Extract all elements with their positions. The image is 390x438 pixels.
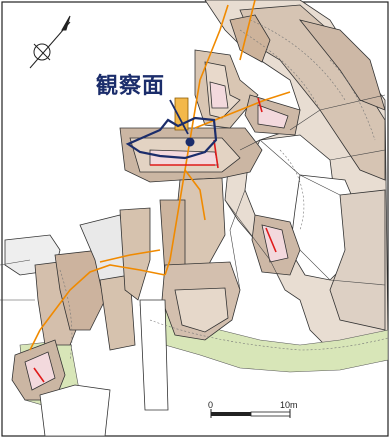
left-structures xyxy=(4,207,169,437)
contour-lines xyxy=(59,19,389,361)
vegetation-area xyxy=(139,304,389,373)
observation-label: 観察面 xyxy=(96,74,166,99)
scale-end-label: 10m xyxy=(280,400,298,410)
scale-zero-label: 0 xyxy=(208,400,214,410)
red-lines xyxy=(33,97,277,383)
survey-lines xyxy=(0,94,386,301)
scale-bar xyxy=(210,409,291,418)
north-arrow-icon xyxy=(29,15,71,69)
observation-marker xyxy=(125,99,218,160)
